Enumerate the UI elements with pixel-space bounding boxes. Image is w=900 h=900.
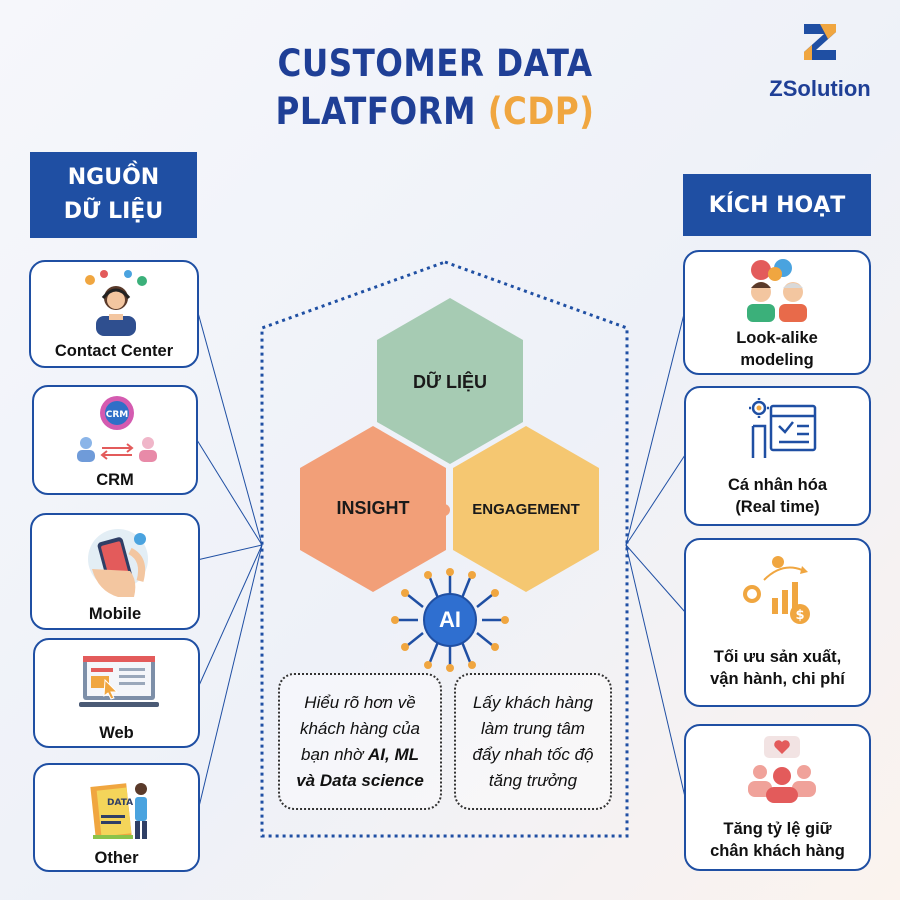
data-sources-header-line-2: DỮ LIỆU	[63, 199, 164, 224]
title-line-2-main: PLATFORM	[275, 90, 476, 133]
activation-card-lookalike: Look-alike modeling	[683, 250, 871, 375]
desc-cc-line-3: đẩy nhah tốc độ	[472, 744, 594, 764]
title-line-1: CUSTOMER DATA	[277, 42, 593, 85]
zsolution-logo: ZSolution	[760, 18, 880, 101]
hex-data	[377, 298, 523, 464]
hex-insight	[300, 426, 446, 592]
desc-cc-line-4: tăng trưởng	[488, 770, 578, 790]
activation-header: KÍCH HOẠT	[683, 174, 871, 236]
people-chat-icon	[747, 259, 807, 322]
page-title: CUSTOMER DATA PLATFORM (CDP)	[228, 40, 642, 136]
ai-chip-icon	[398, 575, 502, 665]
source-card-mobile: Mobile	[30, 513, 200, 630]
activation-label-personalization-line-2: (Real time)	[735, 498, 820, 516]
svg-text:$: $	[795, 608, 804, 623]
source-label-mobile: Mobile	[88, 605, 142, 623]
activation-card-personalization: Cá nhân hóa (Real time)	[684, 386, 871, 526]
desc-ai-line-3-bold: AI, ML	[368, 744, 419, 764]
desc-ai-line-3-text: bạn nhờ	[301, 744, 368, 764]
activation-label-lookalike-line-1: Look-alike	[736, 329, 818, 347]
activation-card-optimization: $ Tối ưu sản xuất, vận hành, chi phí	[684, 538, 871, 707]
activation-label-retention-line-2: chân khách hàng	[710, 842, 845, 860]
title-line-2-accent: (CDP)	[487, 90, 595, 133]
data-book-icon: DATA	[90, 783, 147, 839]
desc-ai-line-4-bold: và Data science	[296, 770, 424, 790]
activation-label-optimization: Tối ưu sản xuất, vận hành, chi phí	[686, 646, 869, 690]
hex-engagement	[453, 426, 599, 592]
svg-text:DATA: DATA	[107, 798, 133, 808]
source-card-other: DATA Other	[33, 763, 200, 872]
mobile-icon	[88, 529, 148, 597]
activation-label-optimization-line-2: vận hành, chi phí	[710, 670, 845, 688]
source-label-contact-center: Contact Center	[54, 342, 174, 360]
data-sources-header: NGUỒN DỮ LIỆU	[30, 152, 197, 238]
z-logo-icon	[804, 24, 836, 60]
hex-engagement-label: ENGAGEMENT	[472, 501, 580, 518]
house-outline	[260, 260, 629, 838]
desc-ai-line-1: Hiểu rõ hơn về	[304, 692, 416, 712]
activation-card-retention: Tăng tỷ lệ giữ chân khách hàng	[684, 724, 871, 871]
data-sources-header-line-1: NGUỒN	[67, 165, 160, 190]
desc-ai-line-4: và Data science	[296, 768, 424, 794]
source-card-web: Web	[33, 638, 200, 748]
activation-label-lookalike: Look-alike modeling	[685, 327, 869, 371]
ai-label: AI	[439, 607, 461, 632]
hex-insight-label: INSIGHT	[336, 498, 410, 518]
retention-icon	[748, 736, 816, 803]
activation-label-personalization-line-1: Cá nhân hóa	[727, 476, 827, 494]
optimization-icon: $	[743, 556, 810, 624]
desc-cc-line-2: làm trung tâm	[481, 718, 585, 738]
activation-label-retention-line-1: Tăng tỷ lệ giữ	[723, 820, 832, 838]
web-icon	[79, 656, 159, 707]
source-card-crm: CRM CRM	[32, 385, 198, 495]
activation-label-retention: Tăng tỷ lệ giữ chân khách hàng	[686, 818, 869, 862]
personalization-icon	[749, 398, 817, 458]
source-label-web: Web	[99, 724, 134, 742]
logo-text: ZSolution	[769, 76, 871, 101]
source-card-contact-center: Contact Center	[29, 260, 199, 368]
crm-icon: CRM	[77, 396, 157, 462]
hex-data-label: DỮ LIỆU	[413, 372, 487, 392]
svg-text:CRM: CRM	[106, 410, 129, 420]
activation-label-optimization-line-1: Tối ưu sản xuất,	[713, 648, 842, 666]
desc-ai-line-2: khách hàng của	[299, 718, 421, 738]
desc-box-customer-centric: Lấy khách hàng làm trung tâm đẩy nhah tố…	[454, 673, 612, 810]
source-label-crm: CRM	[96, 471, 134, 489]
desc-cc-line-1: Lấy khách hàng	[472, 692, 594, 712]
source-label-other: Other	[94, 849, 139, 867]
activation-label-personalization: Cá nhân hóa (Real time)	[686, 474, 869, 518]
desc-box-ai: Hiểu rõ hơn về khách hàng của bạn nhờ AI…	[278, 673, 442, 810]
activation-label-lookalike-line-2: modeling	[740, 351, 814, 369]
desc-ai-line-3: bạn nhờ AI, ML	[296, 742, 424, 768]
title-line-2: PLATFORM (CDP)	[228, 88, 642, 136]
contact-center-icon	[85, 270, 147, 336]
